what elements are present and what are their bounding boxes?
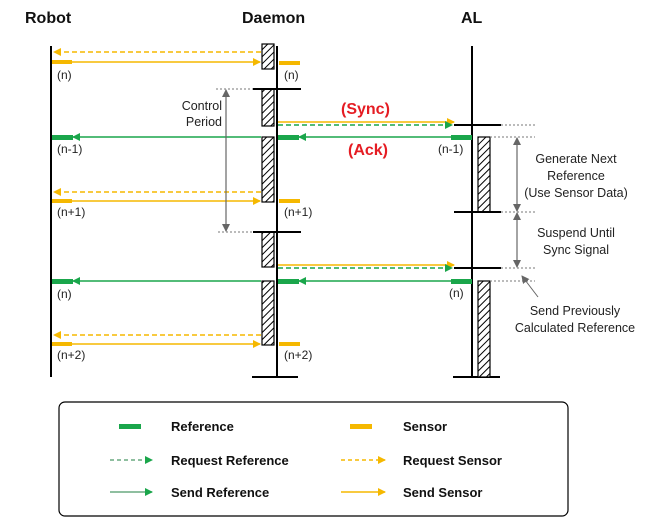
daemon-reference-block-n-1 [278,135,299,140]
suspend-label-line2: Sync Signal [543,243,609,257]
daemon-label-n: (n) [284,68,299,82]
al-label-n-1: (n-1) [438,142,463,156]
legend-sensor-label: Sensor [403,419,447,434]
al-activation-2 [477,280,491,378]
al-label-n: (n) [449,286,464,300]
send-prev-label-line1: Send Previously [530,304,621,318]
al-reference-block-n-1 [451,135,472,140]
robot-label-n-second: (n) [57,287,72,301]
ack-label: (Ack) [348,142,388,159]
generate-label-line3: (Use Sensor Data) [524,186,628,200]
generate-label-line2: Reference [547,169,605,183]
robot-label-n-1: (n-1) [57,142,82,156]
legend-reference-swatch [119,424,141,429]
daemon-label-n+2: (n+2) [284,348,312,362]
robot-sensor-block-n+1 [52,199,72,203]
legend-request-sensor-label: Request Sensor [403,453,502,468]
daemon-activation-4 [261,231,275,268]
lane-header-daemon: Daemon [242,10,305,27]
lane-header-al: AL [461,10,483,27]
legend: Reference Sensor Request Reference Reque… [58,401,569,517]
send-prev-label-line2: Calculated Reference [515,321,635,335]
legend-send-reference-label: Send Reference [171,485,269,500]
daemon-sensor-block-n+1 [279,199,300,203]
robot-sensor-block-n+2 [52,342,72,346]
legend-request-reference-label: Request Reference [171,453,289,468]
lane-header-robot: Robot [25,10,72,27]
suspend-label-line1: Suspend Until [537,226,615,240]
control-period-label-line2: Period [186,115,222,129]
daemon-sensor-block-n+2 [279,342,300,346]
daemon-sensor-block-n [279,61,300,65]
daemon-activation-3 [261,136,275,203]
legend-reference-label: Reference [171,419,234,434]
robot-label-n+2: (n+2) [57,348,85,362]
control-period-label-line1: Control [182,99,222,113]
daemon-activation-1 [261,43,275,70]
robot-reference-block-n [52,279,73,284]
sync-label: (Sync) [341,101,390,118]
legend-sensor-swatch [350,424,372,429]
generate-label-line1: Generate Next [535,152,617,166]
robot-label-n: (n) [57,68,72,82]
al-activation-1 [477,136,491,213]
al-reference-block-n [451,279,472,284]
send-prev-pointer-arrow [521,275,539,298]
daemon-reference-block-n [278,279,299,284]
robot-label-n+1: (n+1) [57,205,85,219]
robot-reference-block-n-1 [52,135,73,140]
daemon-activation-2 [261,88,275,127]
daemon-label-n+1: (n+1) [284,205,312,219]
legend-box [58,401,569,517]
robot-sensor-block-n [52,60,72,64]
daemon-activation-5 [261,280,275,346]
legend-send-sensor-label: Send Sensor [403,485,482,500]
